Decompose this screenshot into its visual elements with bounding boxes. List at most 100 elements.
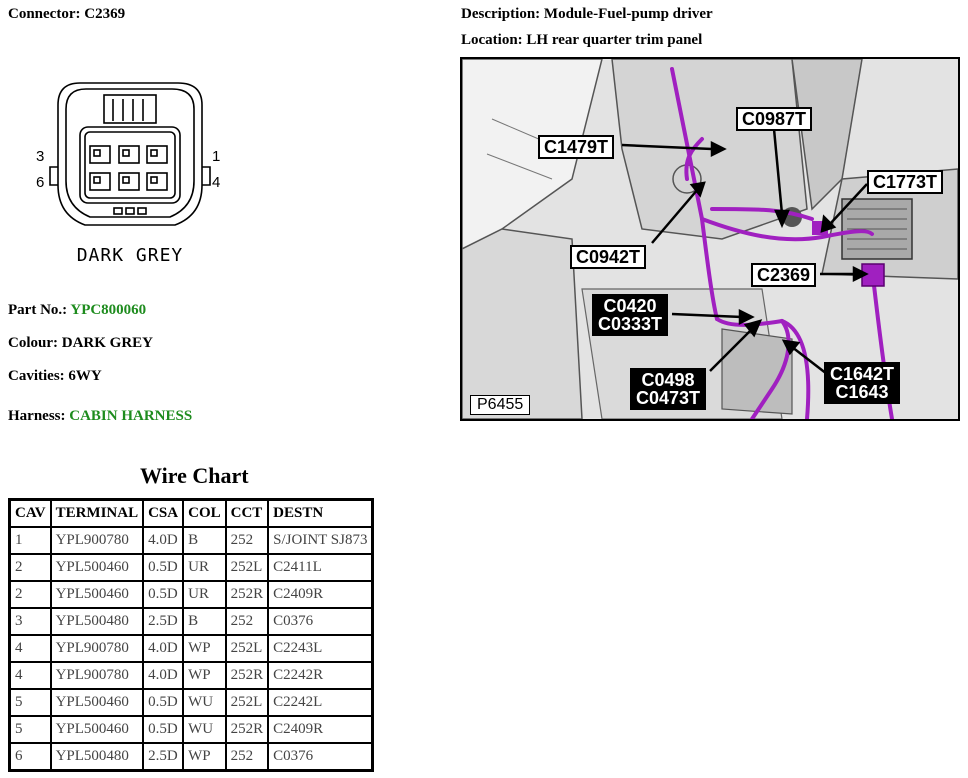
part-no-link[interactable]: YPC800060 — [70, 302, 147, 318]
cell-cct: 252 — [224, 742, 270, 772]
colour-line: Colour: DARK GREY — [8, 335, 153, 352]
col-header-cct: CCT — [224, 498, 270, 528]
cell-csa: 4.0D — [142, 526, 185, 555]
cell-destn: C2242L — [267, 688, 374, 717]
cell-cct: 252R — [224, 661, 270, 690]
cavities-line: Cavities: 6WY — [8, 368, 102, 385]
connector-line: Connector: C2369 — [8, 6, 125, 23]
cell-cct: 252L — [224, 553, 270, 582]
col-header-csa: CSA — [142, 498, 185, 528]
callout-c0473t: C0473T — [636, 388, 701, 408]
colour-label: Colour: — [8, 335, 58, 351]
colour-value: DARK GREY — [61, 335, 154, 351]
cell-csa: 4.0D — [142, 661, 185, 690]
callout-c1773t: C1773T — [867, 170, 944, 194]
callout-c0498: C0498 — [641, 370, 695, 390]
wire-chart-title: Wire Chart — [140, 463, 249, 488]
cell-terminal: YPL500460 — [49, 553, 145, 582]
cell-destn: C0376 — [267, 607, 374, 636]
cell-cct: 252 — [224, 607, 270, 636]
cell-cav: 2 — [8, 553, 52, 582]
callout-c1643: C1643 — [835, 382, 889, 402]
cell-cav: 2 — [8, 580, 52, 609]
cell-col: WU — [182, 715, 227, 744]
cell-destn: C2243L — [267, 634, 374, 663]
cell-col: UR — [182, 553, 227, 582]
cell-terminal: YPL500460 — [49, 688, 145, 717]
cell-col: WP — [182, 742, 227, 772]
cell-csa: 0.5D — [142, 715, 185, 744]
callout-c1479t: C1479T — [538, 135, 615, 159]
cell-cav: 3 — [8, 607, 52, 636]
cell-terminal: YPL900780 — [49, 661, 145, 690]
cell-col: WP — [182, 634, 227, 663]
pin-label-4: 4 — [212, 174, 220, 191]
connector-colour-caption: DARK GREY — [77, 245, 184, 266]
connector-value: C2369 — [84, 6, 126, 22]
cell-terminal: YPL900780 — [49, 634, 145, 663]
callout-c0498-c0473t: C0498 C0473T — [630, 368, 707, 410]
cell-terminal: YPL500460 — [49, 580, 145, 609]
wire-chart-header-row: CAV TERMINAL CSA COL CCT DESTN — [8, 498, 374, 528]
part-no-line: Part No.: YPC800060 — [8, 302, 146, 319]
part-no-label: Part No.: — [8, 302, 68, 318]
pin-label-3: 3 — [36, 148, 44, 165]
callout-c0942t: C0942T — [570, 245, 647, 269]
cell-terminal: YPL500480 — [49, 607, 145, 636]
cell-col: WU — [182, 688, 227, 717]
description-value: Module-Fuel-pump driver — [543, 6, 713, 22]
col-header-cav: CAV — [8, 498, 52, 528]
cell-col: WP — [182, 661, 227, 690]
cell-cav: 5 — [8, 688, 52, 717]
cell-cav: 6 — [8, 742, 52, 772]
connector-face-diagram: 3 6 1 4 DARK GREY — [36, 82, 220, 266]
col-header-terminal: TERMINAL — [49, 498, 145, 528]
location-value: LH rear quarter trim panel — [526, 32, 703, 48]
pin-label-6: 6 — [36, 174, 44, 191]
cell-cct: 252 — [224, 526, 270, 555]
col-header-col: COL — [182, 498, 227, 528]
cell-cct: 252L — [224, 634, 270, 663]
cell-destn: C2242R — [267, 661, 374, 690]
illustration-ref: P6455 — [470, 395, 531, 415]
cell-col: B — [182, 526, 227, 555]
harness-label: Harness: — [8, 408, 66, 424]
cell-cct: 252R — [224, 715, 270, 744]
callout-c0420: C0420 — [603, 296, 657, 316]
pin-label-1: 1 — [212, 148, 220, 165]
harness-link[interactable]: CABIN HARNESS — [69, 408, 193, 424]
cell-terminal: YPL900780 — [49, 526, 145, 555]
cell-destn: C0376 — [267, 742, 374, 772]
callout-c0987t: C0987T — [736, 107, 813, 131]
location-label: Location: — [461, 32, 523, 48]
connector-label: Connector: — [8, 6, 81, 22]
cell-terminal: YPL500480 — [49, 742, 145, 772]
location-line: Location: LH rear quarter trim panel — [461, 32, 702, 49]
cell-csa: 4.0D — [142, 634, 185, 663]
cell-csa: 0.5D — [142, 553, 185, 582]
cell-destn: C2411L — [267, 553, 374, 582]
callout-c2369: C2369 — [751, 263, 817, 287]
cell-csa: 2.5D — [142, 742, 185, 772]
callout-c1642t-c1643: C1642T C1643 — [824, 362, 901, 404]
cell-col: UR — [182, 580, 227, 609]
cavities-value: 6WY — [68, 368, 102, 384]
cell-cav: 1 — [8, 526, 52, 555]
cell-csa: 0.5D — [142, 580, 185, 609]
cell-destn: C2409R — [267, 580, 374, 609]
cell-cav: 4 — [8, 634, 52, 663]
cell-terminal: YPL500460 — [49, 715, 145, 744]
location-illustration: C1479T C0987T C1773T C0942T C2369 C0420 … — [460, 57, 960, 421]
col-header-destn: DESTN — [267, 498, 374, 528]
description-line: Description: Module-Fuel-pump driver — [461, 6, 713, 23]
cell-destn: S/JOINT SJ873 — [267, 526, 374, 555]
callout-c0420-c0333t: C0420 C0333T — [592, 294, 669, 336]
